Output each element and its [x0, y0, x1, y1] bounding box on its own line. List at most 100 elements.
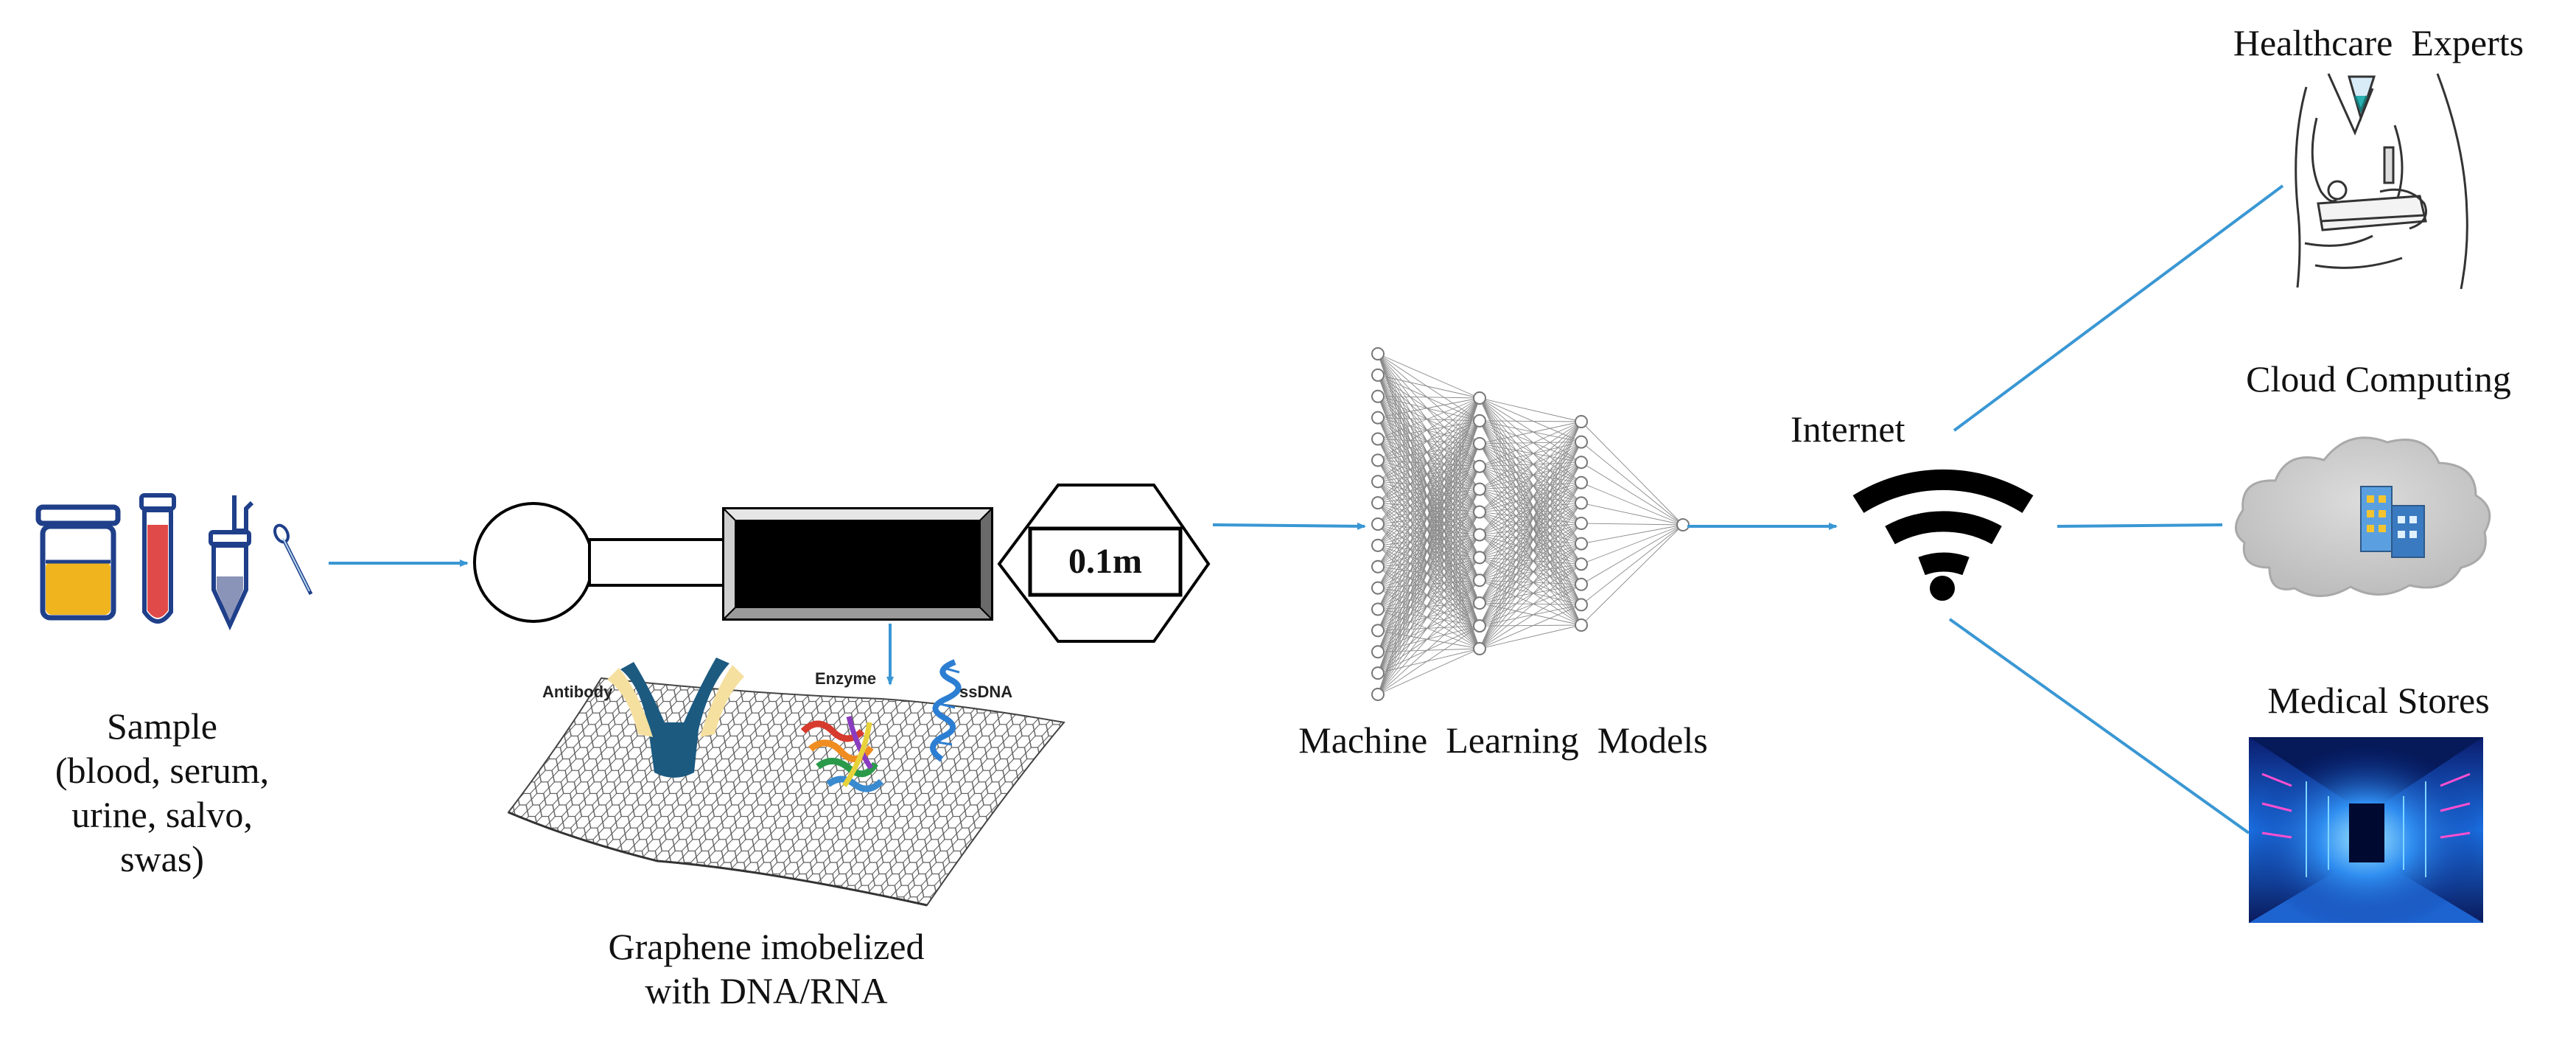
sample-label: Sample (blood, serum, urine, salvo, swas… [0, 704, 324, 881]
nn-connection [1377, 566, 1480, 581]
nn-connection [1479, 482, 1582, 649]
nn-connection [1377, 545, 1480, 649]
sample-types-line3: swas) [120, 838, 204, 879]
nn-connection [1479, 624, 1582, 649]
antibody-icon [607, 658, 744, 778]
device-body [721, 506, 994, 621]
nn-connection [1377, 502, 1480, 604]
nn-connection [1377, 374, 1480, 535]
nn-connection [1377, 512, 1480, 652]
nn-connection [1377, 353, 1480, 399]
nn-connection [1479, 466, 1582, 524]
nn-connection [1377, 545, 1480, 558]
nn-connection [1377, 460, 1480, 535]
nn-connection [1377, 512, 1480, 525]
antibody-label: Antibody [542, 683, 613, 701]
nn-connection [1377, 481, 1480, 558]
nn-connection [1377, 557, 1480, 695]
nn-connection [1479, 442, 1582, 558]
line-to-medical [1948, 618, 2250, 834]
nn-connection [1377, 417, 1480, 581]
nn-node [1473, 482, 1486, 496]
nn-connection [1479, 534, 1582, 545]
nn-connection [1377, 602, 1480, 695]
nn-connection [1479, 397, 1582, 443]
nn-connection [1479, 502, 1582, 512]
nn-connection [1479, 397, 1582, 422]
nn-connection [1377, 439, 1480, 535]
medical-label: Medical Stores [2267, 680, 2490, 721]
cloud-label: Cloud Computing [2246, 358, 2511, 400]
nn-connection [1479, 442, 1582, 512]
nn-connection [1479, 579, 1582, 585]
nn-connection [1377, 466, 1480, 525]
nn-connection [1479, 466, 1582, 585]
nn-connection [1377, 502, 1480, 535]
sample-types-line1: (blood, serum, [55, 750, 270, 791]
nn-connection [1377, 460, 1480, 604]
nn-connection [1377, 587, 1480, 604]
nn-connection [1479, 461, 1582, 604]
nn-connection [1377, 625, 1480, 652]
sample-types-line2: urine, salvo, [71, 794, 253, 835]
nn-connection [1377, 557, 1480, 631]
nn-node [1575, 598, 1588, 612]
nn-connection [1479, 461, 1582, 535]
nn-connection [1479, 420, 1582, 422]
nn-connection [1479, 534, 1582, 585]
nn-connection [1479, 512, 1582, 565]
nn-connection [1377, 443, 1480, 482]
nn-connection [1377, 512, 1480, 568]
blood-tube-icon [139, 493, 176, 624]
nn-connection [1377, 609, 1480, 649]
nn-connection [1377, 557, 1480, 589]
nn-connection [1377, 481, 1480, 581]
nn-connection [1377, 439, 1480, 581]
nn-connection [1479, 563, 1582, 604]
nn-connection [1377, 512, 1480, 695]
nn-connection [1377, 443, 1480, 525]
nn-connection [1479, 512, 1582, 585]
nn-node [1473, 528, 1486, 542]
nn-connection [1377, 534, 1480, 652]
nn-connection [1377, 489, 1480, 503]
nn-connection [1581, 421, 1684, 526]
nn-connection [1479, 604, 1582, 627]
nn-connection [1377, 534, 1480, 568]
nn-connection [1377, 374, 1480, 399]
nn-connection [1479, 584, 1582, 649]
nn-connection [1479, 563, 1582, 581]
nn-connection [1377, 579, 1480, 674]
nn-connection [1377, 397, 1480, 610]
nn-connection [1377, 439, 1480, 649]
nn-node [1575, 435, 1588, 449]
device-display-value: 0.1m [1068, 542, 1142, 581]
nn-connection [1479, 512, 1582, 524]
nn-connection [1479, 512, 1582, 605]
nn-connection [1377, 534, 1480, 546]
nn-node [1473, 573, 1486, 587]
nn-connection [1377, 420, 1480, 503]
nn-connection [1581, 442, 1684, 526]
nn-connection [1479, 466, 1582, 544]
nn-connection [1377, 489, 1480, 546]
nn-node [1575, 537, 1588, 551]
nn-connection [1377, 566, 1480, 649]
graphene-label: Graphene imobelized with DNA/RNA [575, 924, 958, 1013]
nn-node [1371, 688, 1385, 701]
nn-connection [1377, 466, 1480, 503]
nn-connection [1377, 396, 1480, 604]
nn-connection [1377, 545, 1480, 604]
nn-connection [1479, 442, 1582, 467]
nn-connection [1377, 374, 1480, 581]
enzyme-label: Enzyme [815, 669, 877, 688]
nn-connection [1377, 502, 1480, 581]
nn-node [1473, 459, 1486, 473]
nn-connection [1479, 489, 1582, 503]
nn-connection [1377, 545, 1480, 627]
nn-node [1676, 518, 1690, 531]
biosensor-device [473, 484, 1211, 643]
nn-connection [1377, 443, 1480, 546]
device-bulb [473, 502, 594, 623]
nn-connection [1377, 481, 1480, 490]
